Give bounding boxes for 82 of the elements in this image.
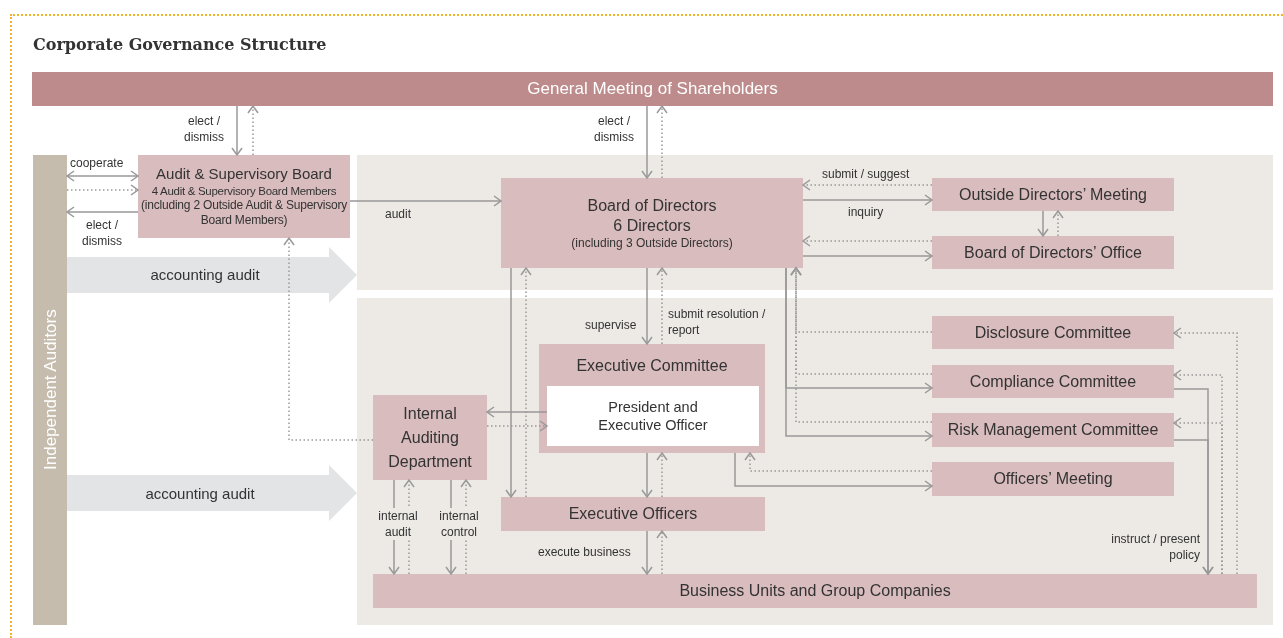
edge-label: cooperate xyxy=(70,155,125,171)
edge-label: instruct / present policy xyxy=(1110,531,1200,563)
edge-label: accounting audit xyxy=(149,266,261,284)
node-title: Risk Management Committee xyxy=(947,420,1159,440)
arrow xyxy=(656,105,668,179)
arrow xyxy=(66,206,139,218)
edge-label: audit xyxy=(385,206,413,222)
arrow xyxy=(231,105,243,156)
process-box xyxy=(501,178,803,268)
arrow xyxy=(66,184,139,196)
node-title: Disclosure Committee xyxy=(974,322,1132,343)
arrow xyxy=(1173,417,1223,575)
arrow xyxy=(656,530,668,575)
process-box xyxy=(539,344,765,453)
process-box xyxy=(373,574,1257,608)
block-arrow xyxy=(67,465,357,521)
process-box xyxy=(932,316,1174,349)
arrow xyxy=(802,179,933,191)
edge-label: accounting audit xyxy=(144,485,256,503)
diagram-title: Corporate Governance Structure xyxy=(33,35,327,54)
node-title: Business Units and Group Companies xyxy=(679,581,951,601)
node-title: Executive Committee xyxy=(576,356,728,376)
process-box xyxy=(932,178,1174,211)
arrow xyxy=(641,105,653,179)
edge-label: inquiry xyxy=(848,204,885,220)
block-arrow xyxy=(67,247,357,303)
arrow xyxy=(1173,327,1238,575)
node-title: Executive Officers xyxy=(568,504,698,524)
side-band xyxy=(33,155,67,625)
arrow xyxy=(656,267,668,345)
arrow xyxy=(486,406,548,418)
process-box xyxy=(932,462,1174,496)
arrow xyxy=(641,452,653,498)
node-title: Officers’ Meeting xyxy=(993,469,1113,489)
process-box xyxy=(501,497,765,531)
node-text: 6 Directors xyxy=(613,215,691,236)
node-title: Audit & Supervisory Board xyxy=(156,164,332,184)
arrow xyxy=(66,170,139,182)
process-box xyxy=(932,365,1174,398)
edge-label: elect / dismiss xyxy=(183,113,225,145)
process-box xyxy=(138,155,350,238)
arrow xyxy=(520,267,532,498)
region-panel xyxy=(357,155,1273,290)
node-title: Independent Auditors xyxy=(39,309,61,471)
edge-label: execute business xyxy=(538,544,632,560)
edge-label: elect / dismiss xyxy=(593,113,635,145)
node-title: Board of Directors xyxy=(587,195,717,216)
arrow xyxy=(734,452,933,492)
node-title: President and Executive Officer xyxy=(597,397,709,435)
edge-label: submit / suggest xyxy=(822,166,911,182)
node-title: Board of Directors’ Office xyxy=(964,242,1142,263)
arrow xyxy=(641,267,653,345)
arrow xyxy=(1052,210,1064,237)
node-title: Compliance Committee xyxy=(969,371,1137,392)
arrow xyxy=(283,237,374,441)
edge-label: elect / dismiss xyxy=(81,217,123,249)
process-box xyxy=(547,386,759,446)
node-title: Outside Directors’ Meeting xyxy=(959,184,1147,205)
node-text: (including 3 Outside Directors) xyxy=(571,235,733,251)
arrow xyxy=(349,195,502,207)
edge-label: supervise xyxy=(585,317,638,333)
node-text: 4 Audit & Supervisory Board Members xyxy=(151,183,337,199)
arrow xyxy=(505,267,517,498)
edge-label: submit resolution / report xyxy=(668,306,767,338)
process-box xyxy=(932,413,1174,447)
node-title: Internal Auditing Department xyxy=(387,403,473,472)
arrow xyxy=(656,452,668,498)
arrow xyxy=(802,235,933,247)
process-box xyxy=(932,236,1174,269)
node-text: (including 2 Outside Audit & Supervisory Board Members) xyxy=(139,198,349,229)
arrow xyxy=(1173,439,1214,575)
process-box xyxy=(373,395,487,480)
arrow xyxy=(802,250,933,262)
region-panel xyxy=(357,298,1273,625)
arrow xyxy=(641,530,653,575)
arrow xyxy=(1037,210,1049,237)
arrow xyxy=(247,105,259,156)
header-band xyxy=(32,72,1273,106)
arrow xyxy=(744,452,933,472)
node-title: General Meeting of Shareholders xyxy=(527,78,778,100)
arrow xyxy=(486,420,548,432)
arrow xyxy=(802,194,933,206)
